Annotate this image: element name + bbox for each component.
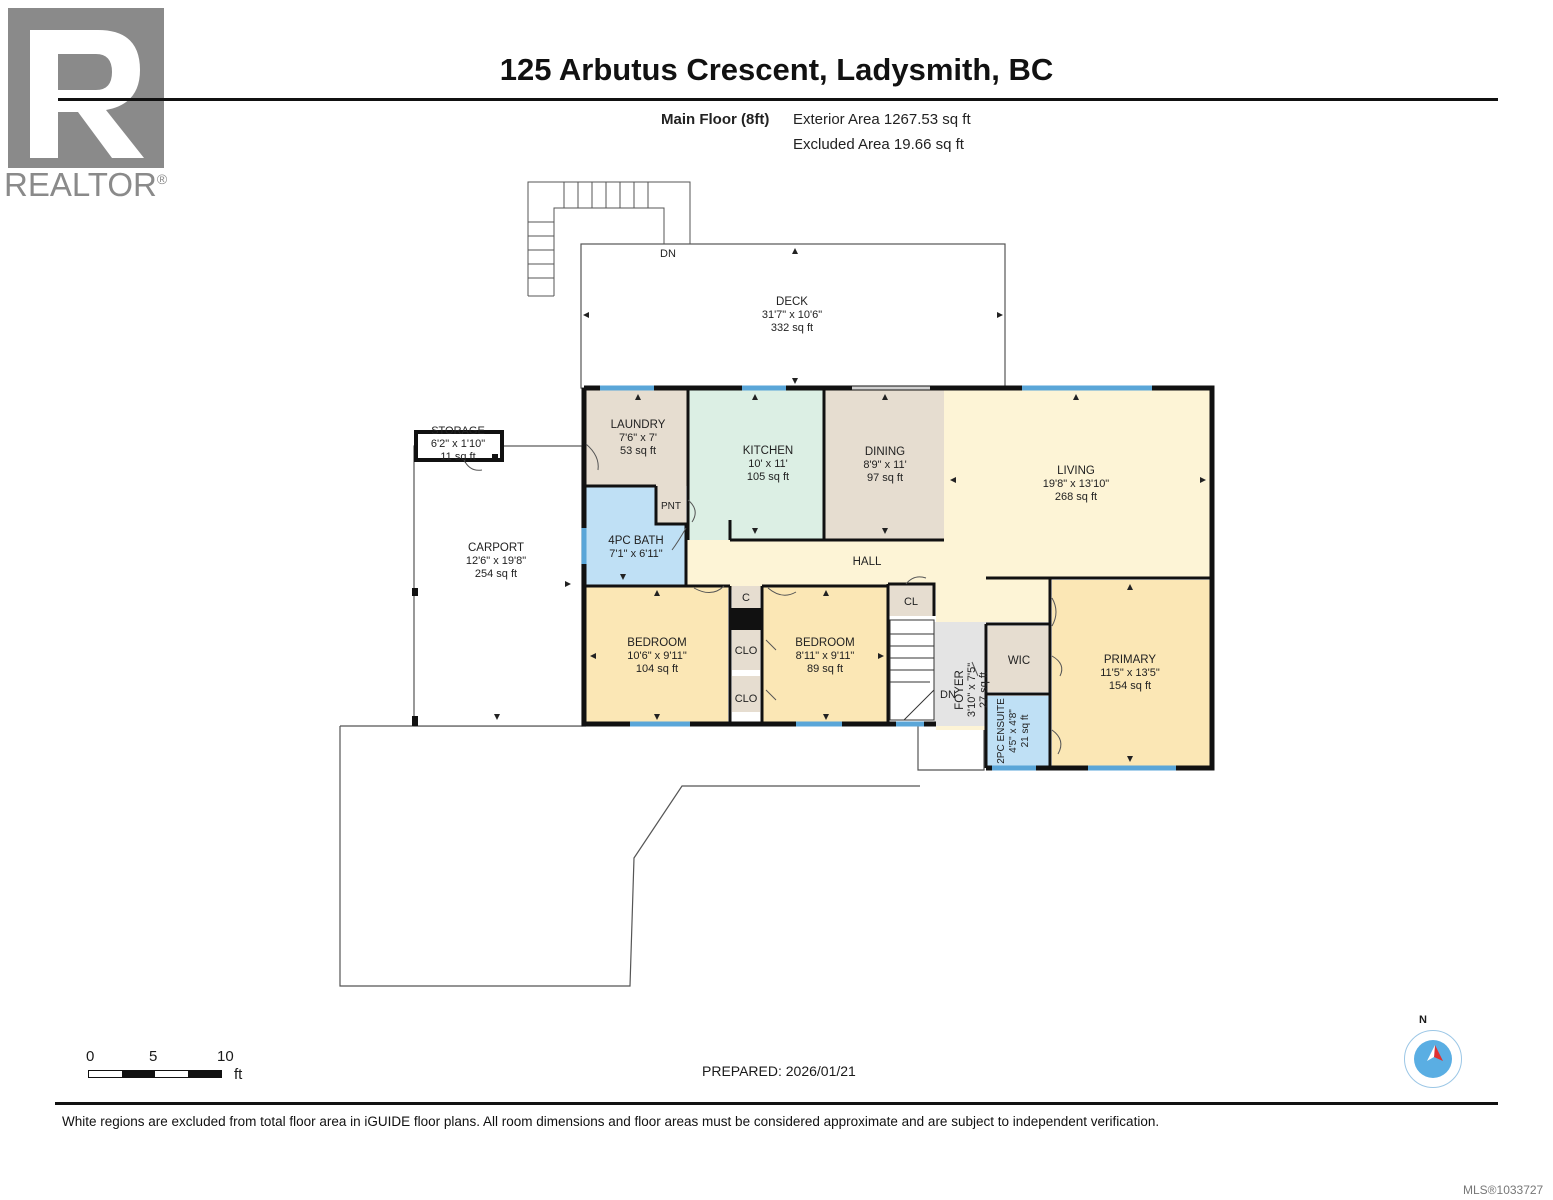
exterior-area: Exterior Area 1267.53 sq ft xyxy=(793,111,971,128)
clo1-fill xyxy=(732,630,760,670)
living-dims: 19'8" x 13'10" xyxy=(1043,478,1110,490)
storage-name: STORAGE xyxy=(431,425,485,437)
laundry-dims: 7'6" x 7' xyxy=(619,432,657,444)
realtor-logo xyxy=(8,8,164,168)
closet-c-fill xyxy=(732,586,760,608)
living-name: LIVING xyxy=(1057,465,1095,477)
laundry-name: LAUNDRY xyxy=(611,419,666,431)
dining-fill xyxy=(824,388,944,540)
deck-dims: 31'7" x 10'6" xyxy=(762,309,822,321)
dining-name: DINING xyxy=(865,446,905,458)
dimension-markers xyxy=(494,248,1206,762)
carport-dims: 12'6" x 19'8" xyxy=(466,555,526,567)
storage-area-text: 11 sq ft xyxy=(440,451,475,463)
bedroom1-area: 104 sq ft xyxy=(636,663,678,675)
primary-area: 154 sq ft xyxy=(1109,680,1151,692)
ensuite-area: 21 sq ft xyxy=(1020,714,1031,747)
primary-fill xyxy=(1052,580,1212,766)
kitchen-dims: 10' x 11' xyxy=(748,458,787,470)
compass-dial xyxy=(1414,1040,1452,1078)
clo2-name: CLO xyxy=(735,693,758,705)
door-swings xyxy=(463,443,1063,755)
disclaimer-text: White regions are excluded from total fl… xyxy=(62,1114,1160,1129)
bath-name: 4PC BATH xyxy=(608,535,663,547)
compass-north-label: N xyxy=(1419,1014,1427,1026)
storage-area xyxy=(414,430,504,462)
bedroom1-dims: 10'6" x 9'11" xyxy=(627,650,687,662)
scale-bar xyxy=(88,1070,222,1078)
foyer-area: 27 sq ft xyxy=(978,672,990,708)
ensuite-dims: 4'5" x 4'8" xyxy=(1008,709,1019,753)
laundry-fill xyxy=(584,388,688,486)
carport-area-text: 254 sq ft xyxy=(475,568,517,580)
scale-label-0: 0 xyxy=(86,1048,95,1065)
yard-outline xyxy=(339,726,920,987)
bedroom1-fill xyxy=(586,586,728,724)
title-divider xyxy=(58,98,1498,101)
carport-posts xyxy=(412,454,498,726)
realtor-wordmark: REALTOR® xyxy=(4,166,168,203)
pantry-fill xyxy=(656,486,686,524)
cl-fill xyxy=(888,584,934,616)
ensuite-fill xyxy=(986,696,1050,766)
bedroom2-dims: 8'11" x 9'11" xyxy=(796,650,855,662)
cl-name: CL xyxy=(904,596,918,608)
kitchen-name: KITCHEN xyxy=(743,445,793,457)
clo1-name: CLO xyxy=(735,645,758,657)
deck-stair-dn: DN xyxy=(660,248,676,260)
bedroom2-name: BEDROOM xyxy=(795,637,854,649)
closet-c-name: C xyxy=(742,592,750,604)
kitchen-area: 105 sq ft xyxy=(747,471,789,483)
prepared-date: PREPARED: 2026/01/21 xyxy=(702,1063,856,1079)
carport-name: CARPORT xyxy=(468,542,524,554)
foyer-stairs xyxy=(889,619,935,721)
primary-name: PRIMARY xyxy=(1104,654,1157,666)
foyer-stair-dn: DN xyxy=(940,689,956,701)
wic-name: WIC xyxy=(1008,655,1030,667)
chimney-block xyxy=(730,608,762,630)
primary-dims: 11'5" x 13'5" xyxy=(1100,667,1160,679)
scale-unit: ft xyxy=(234,1066,243,1083)
foyer-dims: 3'10" x 7'5" xyxy=(966,663,978,717)
laundry-area: 53 sq ft xyxy=(620,445,656,457)
wic-fill xyxy=(988,626,1050,692)
windows xyxy=(581,385,1176,771)
floor-label: Main Floor (8ft) xyxy=(661,111,770,128)
kitchen-fill xyxy=(688,388,824,540)
deck-area xyxy=(580,243,1006,389)
foyer-name: FOYER xyxy=(954,670,966,710)
carport-area xyxy=(413,445,583,727)
realtor-r-icon xyxy=(8,8,164,168)
hall-name: HALL xyxy=(853,556,882,568)
bedroom1-name: BEDROOM xyxy=(627,637,686,649)
deck-name: DECK xyxy=(776,296,808,308)
footer-divider xyxy=(55,1102,1498,1105)
living-fill xyxy=(944,388,1212,578)
bedroom2-area: 89 sq ft xyxy=(807,663,843,675)
bath-dims: 7'1" x 6'11" xyxy=(609,548,662,560)
pantry-name: PNT xyxy=(661,501,681,512)
deck-area: 332 sq ft xyxy=(771,322,813,334)
bedroom2-fill xyxy=(762,586,888,724)
scale-label-10: 10 xyxy=(217,1048,234,1065)
entry-landing xyxy=(917,724,985,771)
compass-needle-icon xyxy=(1427,1045,1443,1061)
deck-stairs xyxy=(527,181,691,297)
compass-icon xyxy=(1404,1030,1462,1088)
page-title: 125 Arbutus Crescent, Ladysmith, BC xyxy=(499,52,1054,87)
ensuite-name: 2PC ENSUITE xyxy=(996,698,1007,764)
living-area: 268 sq ft xyxy=(1055,491,1097,503)
clo2-fill xyxy=(732,676,760,712)
dining-area: 97 sq ft xyxy=(867,472,903,484)
scale-label-5: 5 xyxy=(149,1048,158,1065)
dining-dims: 8'9" x 11' xyxy=(863,459,906,471)
storage-dims: 6'2" x 1'10" xyxy=(431,438,485,450)
mls-number: MLS®1033727 xyxy=(1463,1183,1544,1197)
excluded-area: Excluded Area 19.66 sq ft xyxy=(793,136,964,153)
registered-mark: ® xyxy=(156,171,168,187)
